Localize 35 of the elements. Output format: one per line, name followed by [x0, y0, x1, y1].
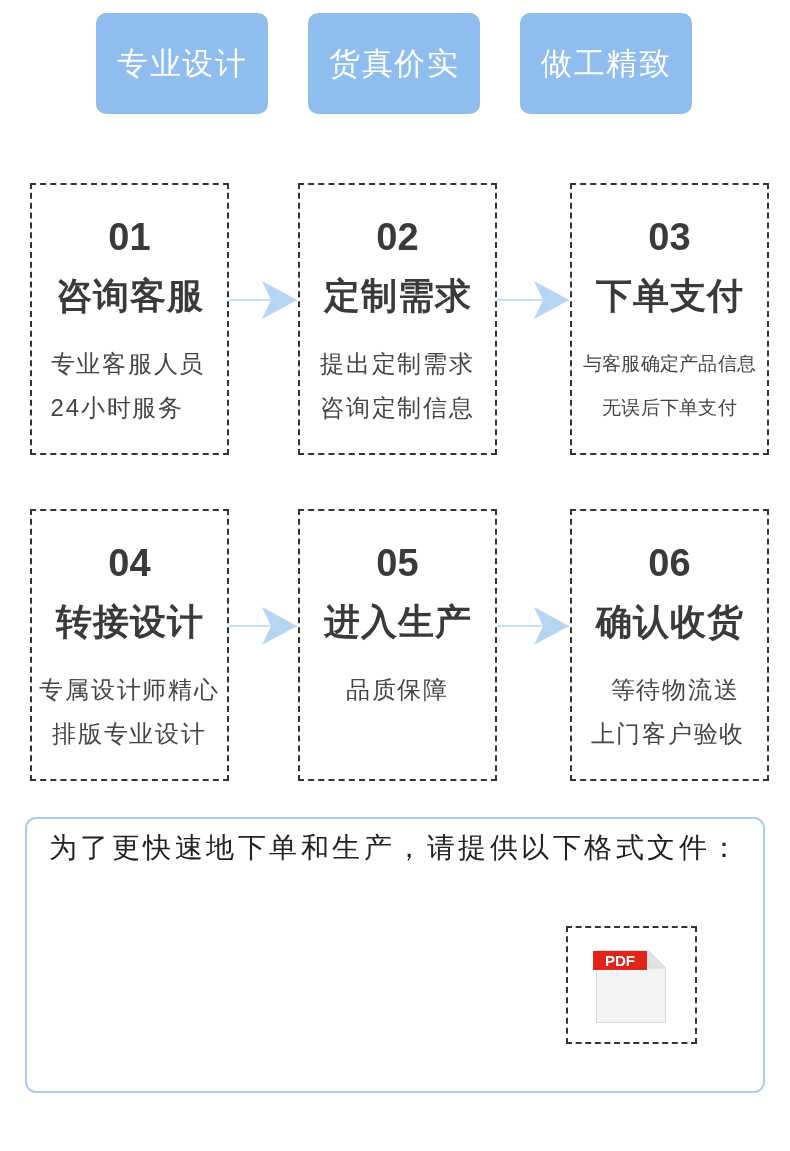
- info-panel: [25, 817, 765, 1093]
- arrow: [228, 281, 298, 319]
- step-title: 确认收货: [595, 600, 744, 644]
- file-frame: [566, 926, 697, 1044]
- step-number: 06: [648, 541, 691, 585]
- step-title: 定制需求: [323, 274, 472, 318]
- step-box: [298, 509, 497, 781]
- step-number: 02: [376, 215, 419, 259]
- step-description: 品质保障: [344, 675, 451, 705]
- step-description: 与客服确定产品信息无误后下单支付: [581, 352, 758, 420]
- arrow: [228, 607, 298, 645]
- panel-heading: 为了更快速地下单和生产，请提供以下格式文件：: [48, 831, 742, 865]
- step-box: [570, 183, 769, 455]
- step-number: 01: [108, 215, 151, 259]
- arrow: [496, 607, 570, 645]
- step-description: 专业客服人员24小时服务: [50, 349, 207, 423]
- step-title: 转接设计: [55, 600, 204, 644]
- step-description: 提出定制需求咨询定制信息: [319, 349, 476, 423]
- step-title: 下单支付: [595, 274, 744, 318]
- step-title: 进入生产: [323, 600, 472, 644]
- step-box: [30, 509, 229, 781]
- step-description: 等待物流送上门客户验收: [590, 675, 747, 749]
- step-number: 03: [648, 215, 691, 259]
- feature-badge: 做工精致: [520, 13, 692, 114]
- feature-badge: 专业设计: [96, 13, 268, 114]
- step-box: [298, 183, 497, 455]
- arrow: [496, 281, 570, 319]
- step-box: [30, 183, 229, 455]
- step-number: 05: [376, 541, 419, 585]
- file-type-tag: PDF: [593, 951, 647, 970]
- step-number: 04: [108, 541, 151, 585]
- step-box: [570, 509, 769, 781]
- step-title: 咨询客服: [55, 274, 204, 318]
- feature-badge: 货真价实: [308, 13, 480, 114]
- step-description: 专属设计师精心排版专业设计: [38, 675, 221, 749]
